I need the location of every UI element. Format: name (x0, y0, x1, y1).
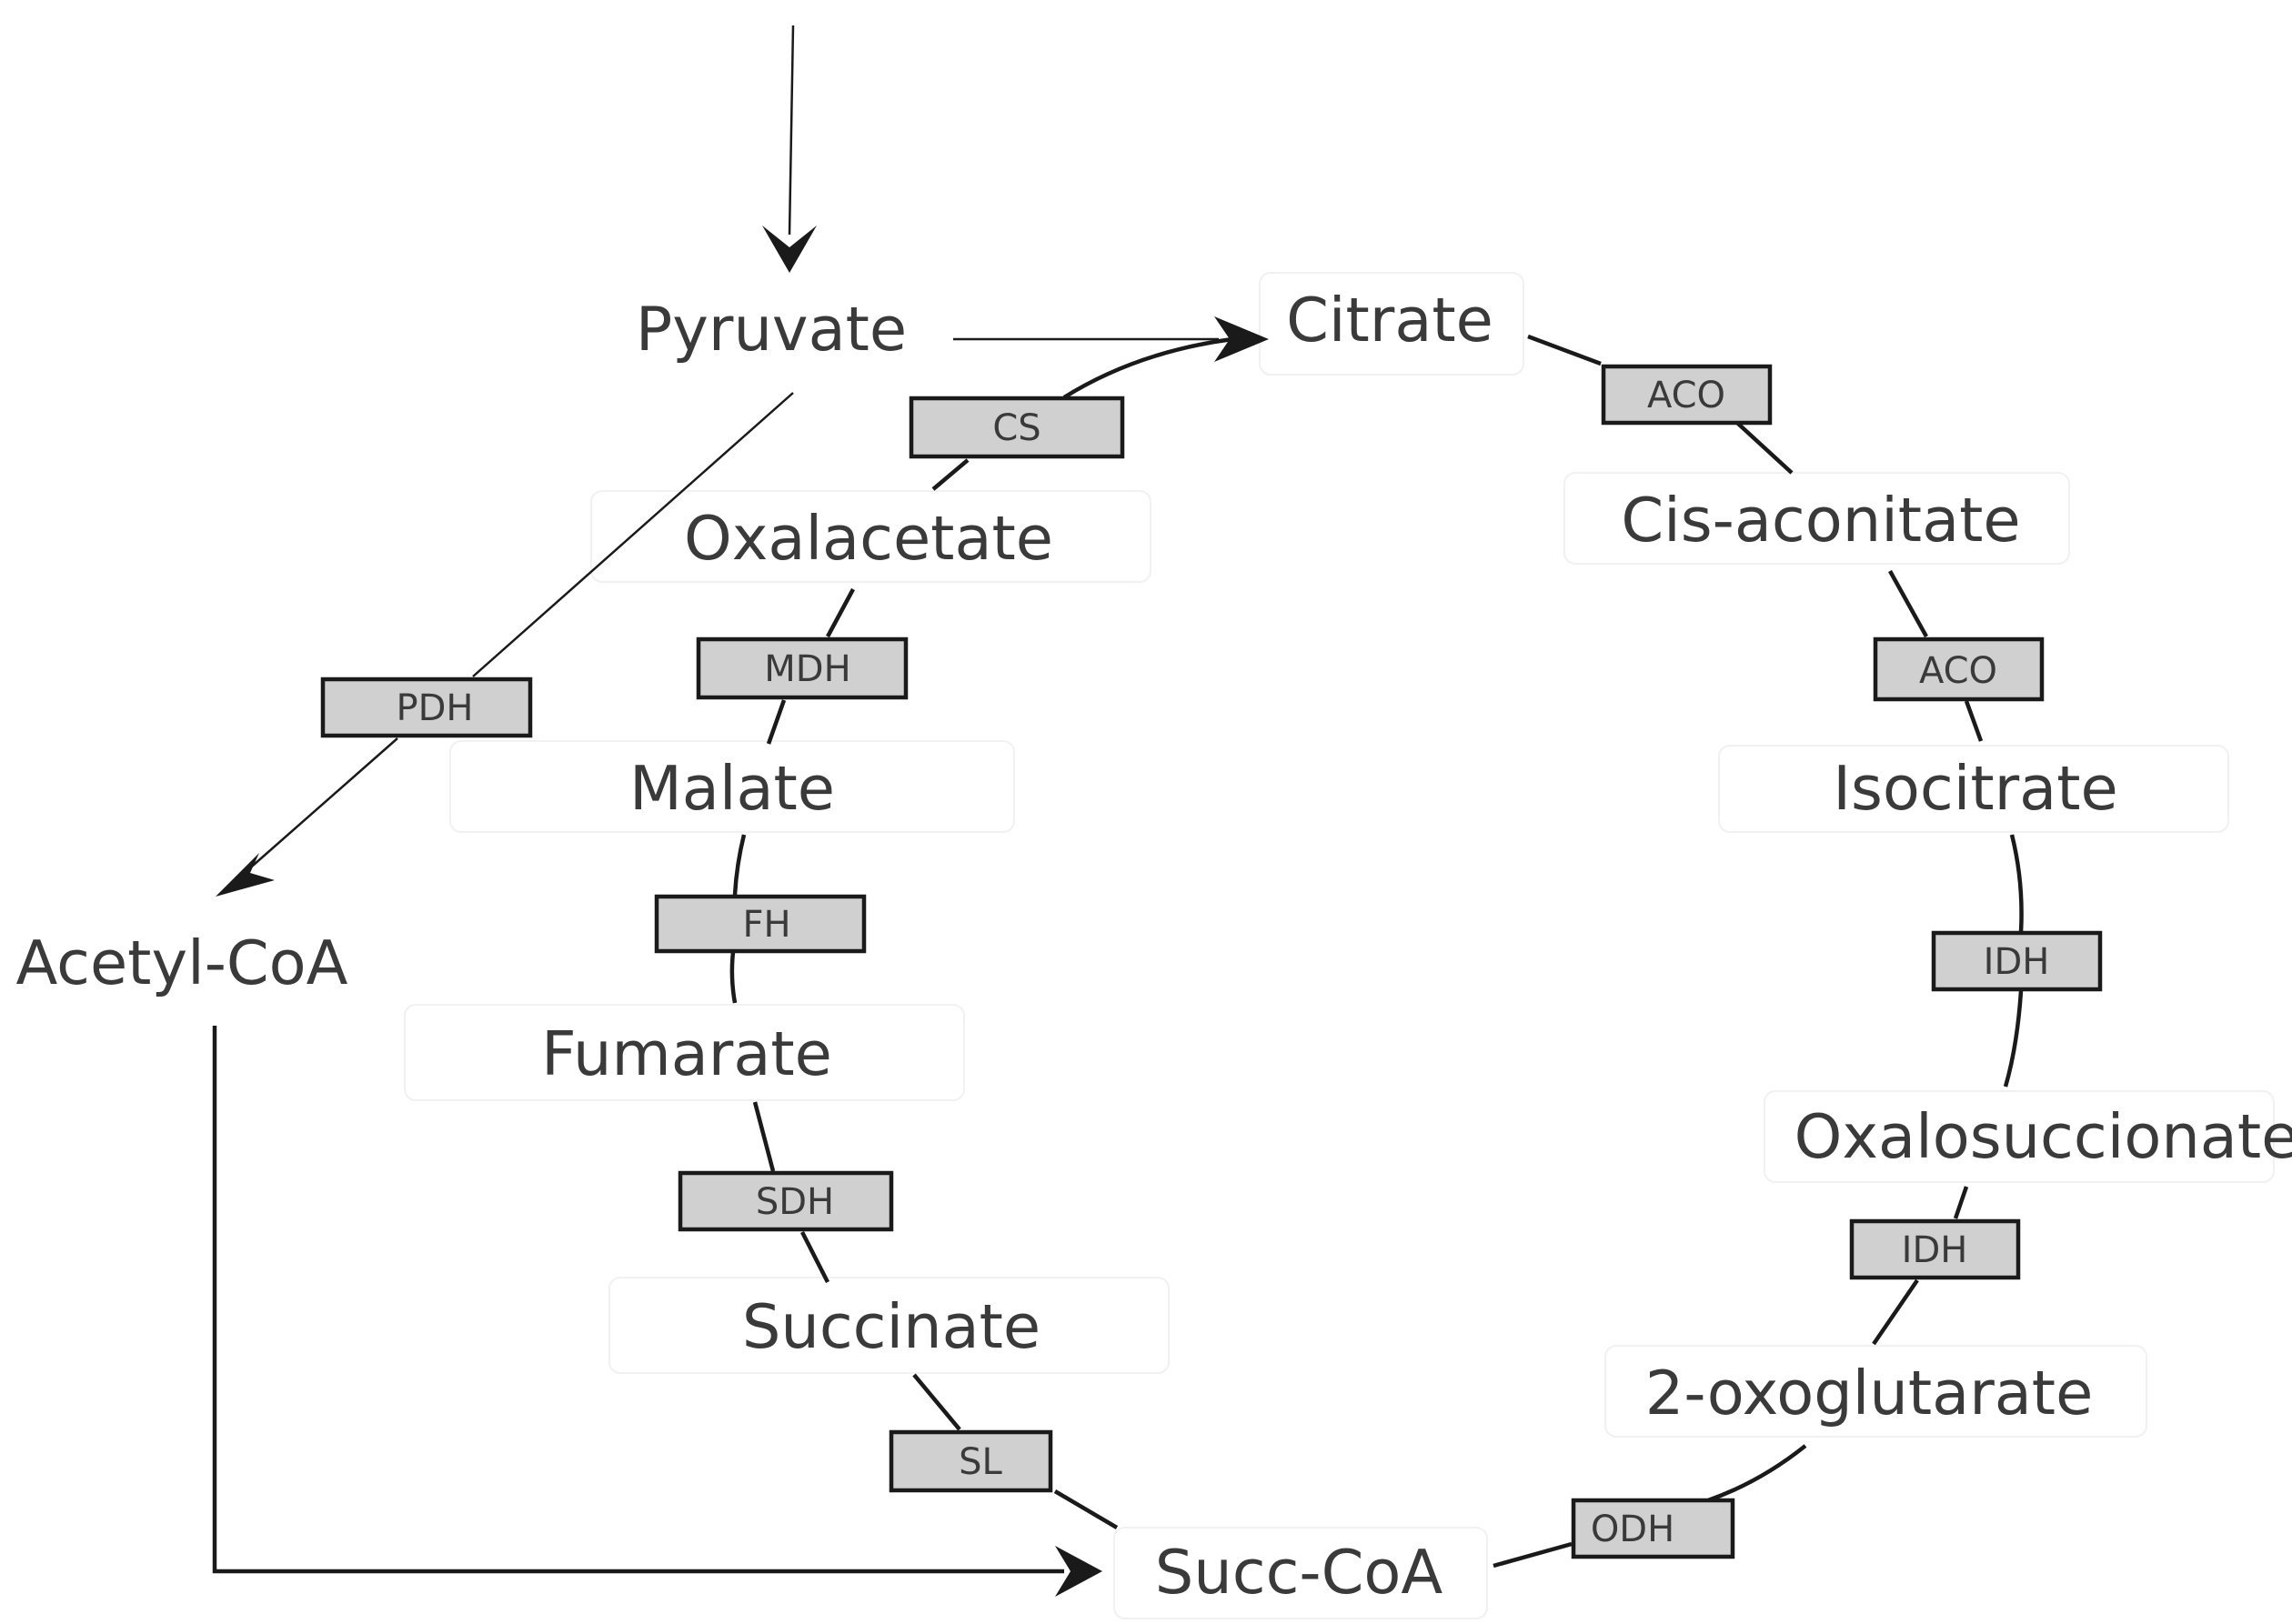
metabolites: Pyruvate Citrate Cis-aconitate Isocitrat… (15, 285, 2292, 1608)
odh-succcoa-line (1493, 1541, 1573, 1569)
acetylcoa-succcoa-line (212, 1026, 1064, 1574)
aco-isocitrate-line (1964, 700, 1984, 742)
enzyme-sl: SL (889, 1429, 1053, 1493)
malate-bg (449, 740, 1015, 833)
metabolite-malate: Malate (629, 753, 835, 824)
pdh-acetylcoa-line (237, 737, 398, 879)
aco-cisaconitate-line (1735, 421, 1794, 475)
enzyme-mdh: MDH (696, 637, 909, 700)
oxoglutarate-bg (1604, 1345, 2147, 1438)
pathway-connectors (212, 25, 2024, 1574)
metabolite-2-oxoglutarate: 2-oxoglutarate (1645, 1358, 2094, 1429)
malate-mdh-line (766, 699, 787, 745)
enzyme-pdh: PDH (320, 677, 533, 738)
enzymes: CS ACO ACO IDH IDH ODH SL SDH (320, 364, 2103, 1559)
sl-succinate-line (912, 1373, 961, 1431)
pyruvate-pdh-line (472, 392, 794, 677)
enzyme-idh-1: IDH (1931, 930, 2103, 992)
metabolite-citrate: Citrate (1286, 285, 1493, 356)
enzyme-sdh: SDH (678, 1170, 894, 1232)
succcoa-arrowhead (1055, 1546, 1102, 1597)
enzyme-cs: CS (909, 396, 1125, 459)
idh-oxoglutarate-line (1872, 1278, 1919, 1346)
cisaconitate-aco-line (1888, 569, 1928, 638)
cs-citrate-curve (1062, 336, 1233, 399)
metabolite-succ-coa: Succ-CoA (1155, 1537, 1443, 1608)
metabolite-acetyl-coa: Acetyl-CoA (15, 927, 347, 998)
enzyme-aco-2: ACO (1873, 637, 2045, 702)
enzyme-idh-2-label: IDH (1902, 1229, 1968, 1271)
metabolite-pyruvate: Pyruvate (636, 294, 907, 365)
oxoglutarate-odh-curve (1707, 1444, 1807, 1503)
succinate-sdh-line (799, 1230, 830, 1284)
metabolite-oxalosuccionate: Oxalosuccionate (1794, 1101, 2292, 1172)
acetylcoa-arrowhead (216, 853, 275, 897)
metabolite-oxalacetate: Oxalacetate (684, 503, 1053, 574)
enzyme-idh-1-label: IDH (1984, 941, 2050, 983)
sdh-fumarate-line (752, 1101, 776, 1172)
enzyme-odh-label: ODH (1591, 1509, 1674, 1550)
succcoa-sl-line (1053, 1489, 1119, 1529)
metabolite-isocitrate: Isocitrate (1833, 753, 2117, 824)
arrowheads (216, 226, 1269, 1597)
enzyme-fh-label: FH (742, 904, 790, 946)
isocitrate-bg (1718, 745, 2229, 833)
enzyme-mdh-label: MDH (764, 648, 850, 690)
metabolite-succinate: Succinate (742, 1291, 1040, 1362)
succ-coa-bg (1113, 1527, 1488, 1619)
enzyme-idh-2: IDH (1849, 1218, 2021, 1280)
oxalacetate-cs-line (931, 458, 970, 491)
fh-malate-curve (732, 834, 747, 896)
oxalosuccionate-bg (1764, 1090, 2275, 1183)
isocitrate-idh-curve (2009, 834, 2024, 933)
enzyme-aco-2-label: ACO (1919, 650, 1997, 692)
cis-aconitate-bg (1563, 472, 2070, 565)
metabolite-cis-aconitate: Cis-aconitate (1621, 485, 2020, 556)
citrate-bg (1259, 272, 1524, 376)
idh-oxalosuccionate-curve (2003, 990, 2024, 1088)
citrate-arrowhead (1214, 316, 1269, 362)
input-arrow-line (788, 25, 795, 236)
succinate-bg (608, 1277, 1170, 1374)
enzyme-sl-label: SL (959, 1441, 1002, 1483)
enzyme-sdh-label: SDH (756, 1181, 834, 1223)
citrate-aco-line (1527, 334, 1602, 366)
enzyme-aco-1-label: ACO (1647, 375, 1725, 416)
label-backgrounds (404, 272, 2275, 1619)
enzyme-fh: FH (654, 894, 867, 954)
enzyme-odh: ODH (1571, 1498, 1735, 1559)
metabolite-fumarate: Fumarate (541, 1018, 832, 1089)
fumarate-fh-curve (729, 951, 738, 1004)
enzyme-cs-label: CS (992, 407, 1040, 449)
enzyme-aco-1: ACO (1601, 364, 1773, 426)
enzyme-pdh-label: PDH (397, 687, 474, 729)
oxalacetate-bg (590, 490, 1151, 583)
fumarate-bg (404, 1004, 965, 1101)
oxalosuccionate-idh-line (1953, 1186, 1969, 1219)
mdh-oxalacetate-line (826, 587, 855, 638)
input-arrowhead (762, 226, 817, 273)
